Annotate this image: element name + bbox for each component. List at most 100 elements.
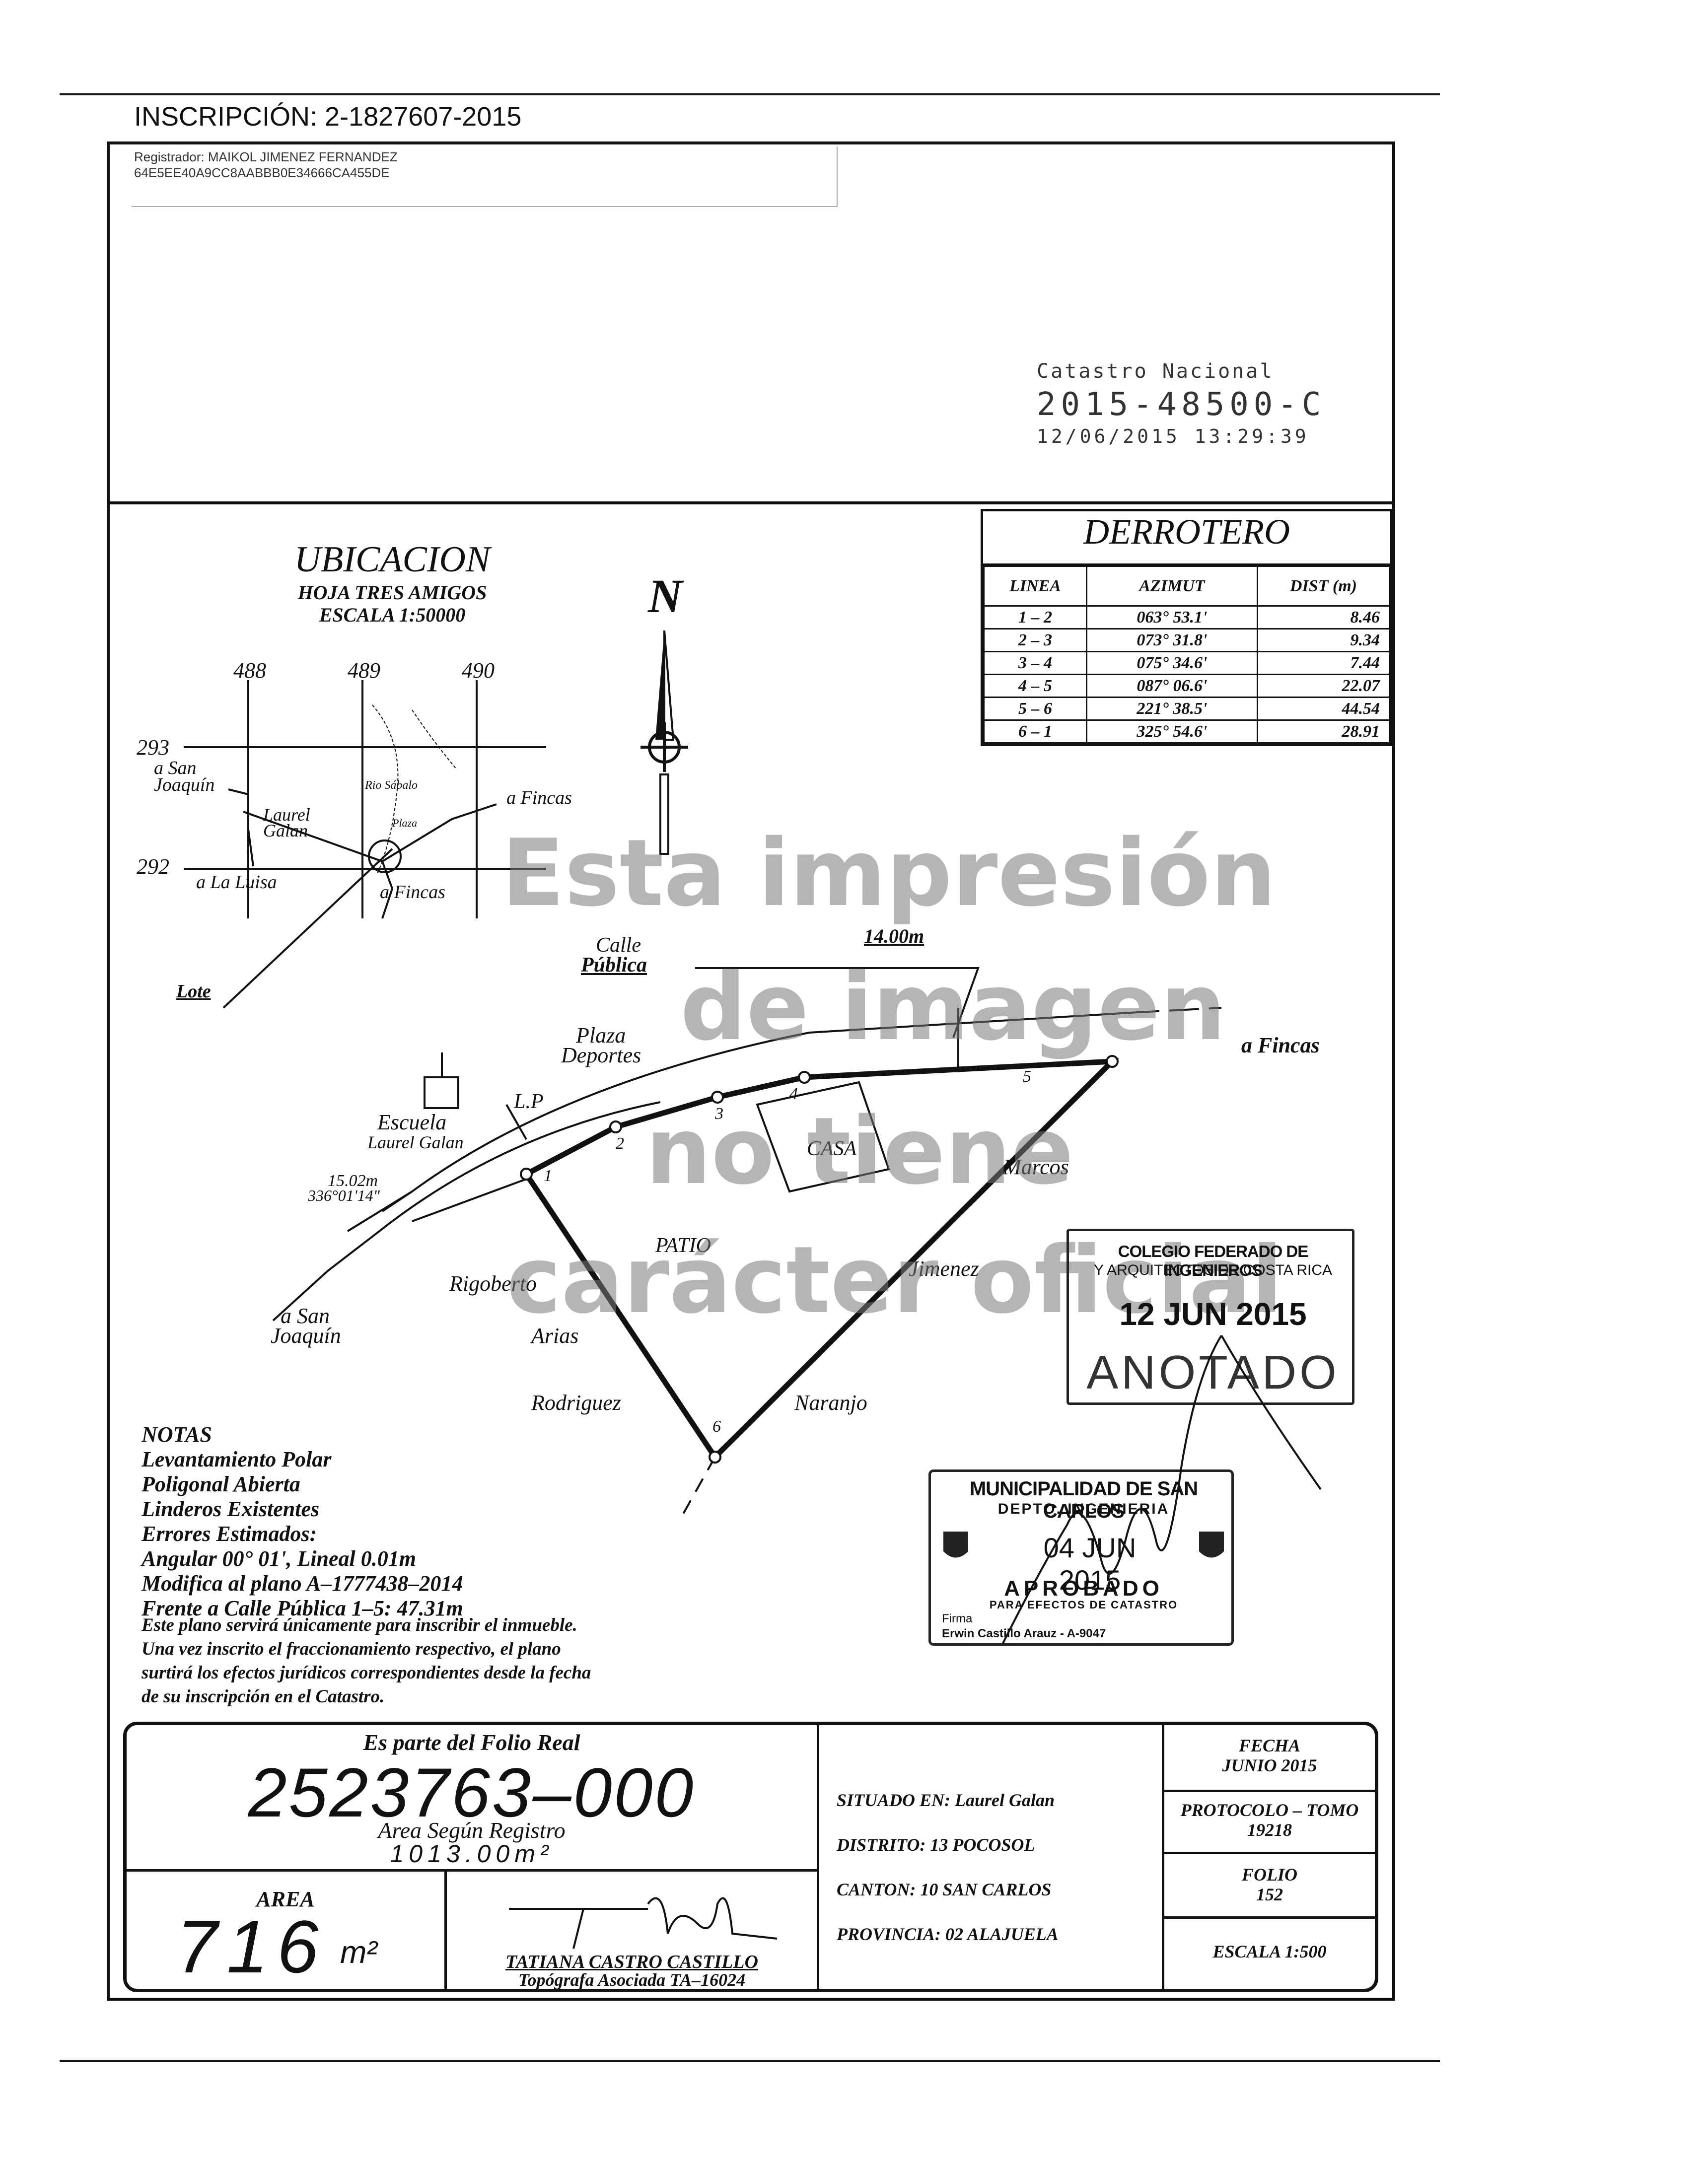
catastro-datetime: 12/06/2015 13:29:39 — [1037, 425, 1309, 447]
inscription-title: INSCRIPCIÓN: 2-1827607-2015 — [134, 102, 522, 132]
note-line: Modifica al plano A–1777438–2014 — [142, 1571, 463, 1596]
header-azimut: AZIMUT — [1085, 565, 1258, 607]
folio-num-label: FOLIO — [1241, 1865, 1297, 1885]
map-label-rio-sabalo: Rio Sábalo — [365, 779, 418, 792]
notes-title: NOTAS — [142, 1422, 212, 1447]
map-label-fincas-2: a Fincas — [380, 882, 445, 903]
notes-block: NOTAS Levantamiento Polar Poligonal Abie… — [142, 1422, 463, 1621]
inscription-details: Registrador: MAIKOL JIMENEZ FERNANDEZ 64… — [134, 149, 398, 181]
map-label-laurel-galan: Laurel Galan — [263, 805, 310, 840]
vertex-3 — [711, 1091, 724, 1104]
vertex-6 — [709, 1451, 721, 1464]
label-escuela: Escuela — [377, 1110, 447, 1134]
road-luisa — [247, 829, 254, 867]
label-calle: Calle — [596, 934, 641, 957]
area-label: AREA — [256, 1887, 315, 1911]
escala: ESCALA 1:500 — [1212, 1942, 1327, 1961]
folio-label: Es parte del Folio Real — [363, 1730, 580, 1755]
cell-dist: 7.44 — [1256, 651, 1391, 675]
vertex-label-5: 5 — [1023, 1067, 1031, 1086]
plaza-circle — [368, 839, 402, 873]
inscription-hash: 64E5EE40A9CC8AABBB0E34666CA455DE — [134, 165, 390, 180]
casa-outline — [756, 1081, 890, 1193]
topografa-title: Topógrafa Asociada TA–16024 — [518, 1970, 746, 1990]
muni-name: Erwin Castillo Arauz - A-9047 — [942, 1627, 1106, 1640]
label-patio: PATIO — [655, 1234, 712, 1257]
map-label-lote: Lote — [176, 981, 211, 1002]
registrador: Registrador: MAIKOL JIMENEZ FERNANDEZ — [134, 149, 398, 164]
fecha-label: FECHA — [1238, 1736, 1301, 1755]
lot-plan-drawing — [272, 967, 1222, 1520]
label-casa: CASA — [807, 1137, 857, 1160]
muni-status: APROBADO — [1004, 1576, 1163, 1601]
note-line: Levantamiento Polar — [142, 1447, 332, 1471]
cell-linea: 4 – 5 — [983, 674, 1087, 698]
situado-en: SITUADO EN: Laurel Galan — [837, 1790, 1055, 1810]
street-dash-fincas — [1129, 1007, 1222, 1014]
ubicacion-title: UBICACION — [294, 539, 491, 580]
label-san-joaquin: a San — [281, 1304, 330, 1328]
ubicacion-escala: ESCALA 1:50000 — [319, 604, 466, 626]
vertex-label-2: 2 — [616, 1134, 624, 1153]
cell-dist: 22.07 — [1256, 674, 1391, 698]
grid-label-490: 490 — [462, 658, 495, 683]
cell-linea: 3 – 4 — [983, 651, 1087, 675]
label-joaquin: Joaquín — [271, 1324, 341, 1348]
inscription-box — [132, 146, 838, 207]
folio-real: 2523763–000 — [248, 1753, 696, 1831]
ubicacion-hoja: HOJA TRES AMIGOS — [297, 581, 487, 604]
legal-line: Una vez inscrito el fraccionamiento resp… — [142, 1639, 561, 1659]
topografa-signature-icon — [509, 1897, 778, 1949]
coat-of-arms-icon — [943, 1532, 968, 1558]
vertex-label-6: 6 — [712, 1417, 721, 1436]
cell-azimut: 073° 31.8' — [1085, 628, 1258, 652]
protocolo-tomo: 19218 — [1247, 1820, 1292, 1840]
vertex6-extension — [679, 1457, 716, 1520]
vertex-label-3: 3 — [715, 1105, 723, 1123]
watermark-line-1: Esta impresión — [501, 819, 1277, 927]
label-ref-azimut: 336°01'14" — [308, 1187, 380, 1204]
label-rigoberto: Rigoberto — [449, 1271, 537, 1296]
street-edge-south — [391, 1101, 661, 1222]
folio-num: 152 — [1256, 1885, 1283, 1904]
road-san-joaquin-2 — [347, 1190, 413, 1232]
canton: CANTON: 10 SAN CARLOS — [837, 1880, 1052, 1899]
area-registro: 1013.00m² — [390, 1840, 554, 1868]
frente-dimension — [695, 967, 980, 1038]
label-lp: L.P — [514, 1090, 544, 1113]
label-frente: 14.00m — [864, 925, 925, 947]
area-unit: m² — [340, 1934, 377, 1970]
label-arias: Arias — [531, 1324, 579, 1348]
cell-linea: 1 – 2 — [983, 605, 1087, 629]
bottom-border-line — [60, 2060, 1440, 2062]
note-line: Angular 00° 01', Lineal 0.01m — [142, 1546, 417, 1571]
vertex-4 — [798, 1071, 811, 1084]
road-fincas-2 — [381, 861, 394, 919]
cell-azimut: 325° 54.6' — [1085, 719, 1258, 744]
provincia: PROVINCIA: 02 ALAJUELA — [837, 1924, 1059, 1944]
note-line: Errores Estimados: — [142, 1522, 317, 1546]
cell-azimut: 075° 34.6' — [1085, 651, 1258, 675]
river-branch — [412, 709, 457, 770]
legal-line: de su inscripción en el Catastro. — [142, 1686, 385, 1707]
road-joaquin — [228, 788, 249, 795]
label-naranjo: Naranjo — [794, 1391, 867, 1415]
map-label-la-luisa: a La Luisa — [196, 872, 277, 893]
label-publica: Pública — [581, 954, 647, 977]
grid-label-489: 489 — [348, 658, 380, 683]
coat-of-arms-icon — [1199, 1532, 1224, 1558]
derrotero-header-row: LINEA AZIMUT DIST (m) — [983, 565, 1391, 607]
plan-frame — [107, 141, 1395, 2001]
label-a-fincas: a Fincas — [1241, 1033, 1320, 1057]
location-map — [184, 680, 546, 1009]
label-ref-dist: 15.02m — [328, 1172, 378, 1190]
municipalidad-stamp: MUNICIPALIDAD DE SAN CARLOS DEPTO. INGEN… — [928, 1469, 1234, 1646]
map-label-plaza: Plaza — [392, 817, 418, 829]
colegio-line1: COLEGIO FEDERADO DE INGENIEROS — [1118, 1242, 1309, 1279]
signature-scribble-icon — [1002, 1334, 1322, 1644]
label-rodriguez: Rodriguez — [531, 1391, 621, 1415]
